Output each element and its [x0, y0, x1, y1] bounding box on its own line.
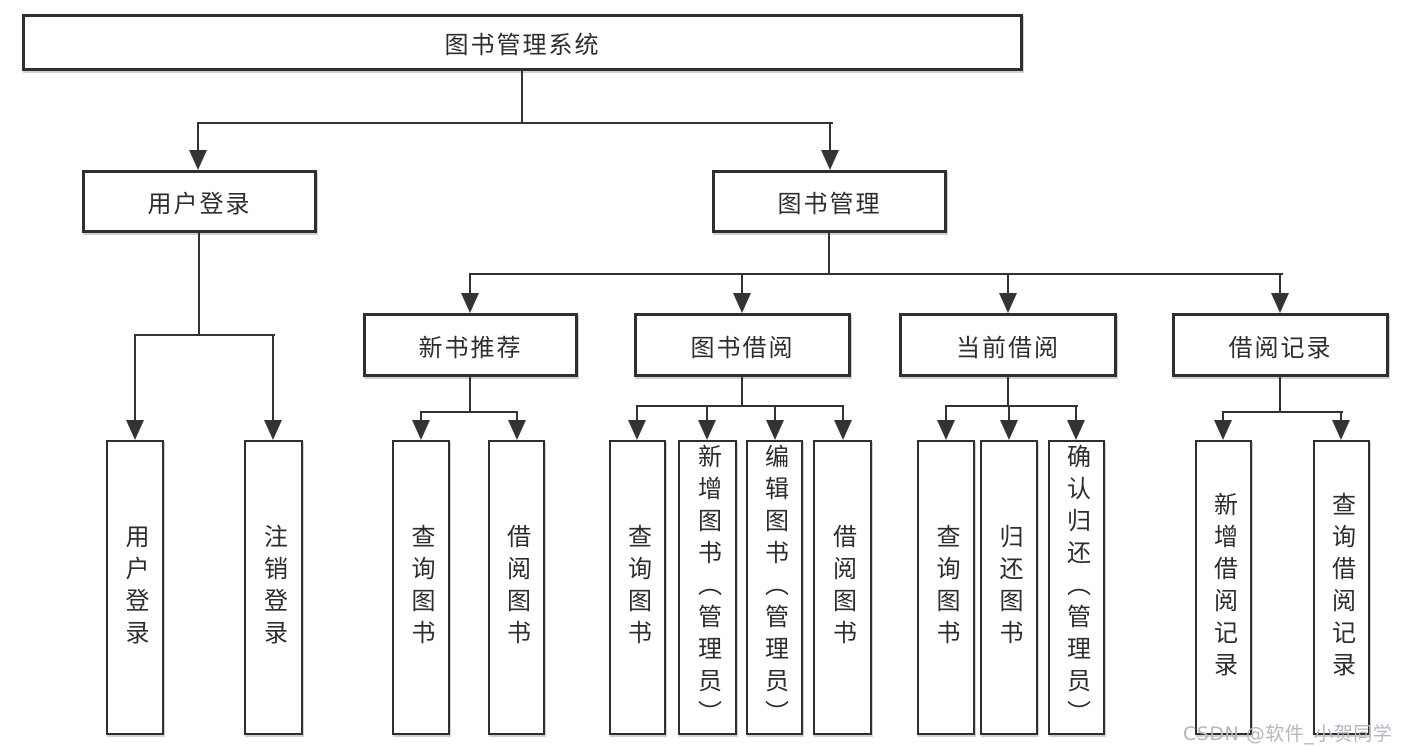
connector-line	[469, 377, 471, 413]
arrowhead-down-icon	[821, 150, 839, 170]
arrowhead-down-icon	[1214, 420, 1232, 440]
leaf-label: 用户登录	[121, 523, 149, 652]
connector-line	[829, 122, 831, 152]
arrowhead-down-icon	[1067, 420, 1085, 440]
connector-line	[134, 334, 136, 422]
leaf-label: 查询图书	[623, 523, 652, 652]
connector-line	[1222, 411, 1224, 422]
leaf-query-books-recommend: 查询图书	[392, 440, 450, 735]
connector-line	[945, 405, 947, 422]
arrowhead-down-icon	[508, 420, 526, 440]
node-label: 当前借阅	[956, 333, 1060, 362]
connector-line	[197, 122, 833, 124]
arrowhead-down-icon	[698, 420, 716, 440]
connector-line	[197, 122, 199, 152]
leaf-query-books-borrowing: 查询图书	[609, 440, 666, 735]
arrowhead-down-icon	[264, 420, 282, 440]
arrowhead-down-icon	[937, 420, 955, 440]
connector-line	[741, 377, 743, 407]
connector-line	[1279, 273, 1281, 295]
connector-line	[636, 405, 844, 407]
leaf-query-borrow-record: 查询借阅记录	[1313, 440, 1370, 735]
connector-line	[945, 405, 1078, 407]
arrowhead-down-icon	[1000, 420, 1018, 440]
node-user-login: 用户登录	[82, 170, 317, 233]
leaf-label: 归还图书	[995, 523, 1023, 652]
leaf-label: 查询图书	[407, 523, 435, 652]
leaf-label: 注销登录	[259, 523, 288, 652]
connector-line	[134, 334, 275, 336]
node-new-book-recommendation: 新书推荐	[363, 313, 578, 377]
node-label: 图书管理系统	[444, 31, 601, 59]
leaf-return-books: 归还图书	[980, 440, 1038, 735]
leaf-label: 确认归还（管理员）	[1062, 443, 1091, 732]
connector-line	[420, 411, 518, 413]
csdn-watermark: CSDN @软件_小贺同学	[1183, 723, 1393, 745]
connector-line	[706, 405, 708, 422]
leaf-confirm-return-admin: 确认归还（管理员）	[1048, 440, 1105, 735]
leaf-add-book-admin: 新增图书（管理员）	[678, 440, 737, 735]
connector-line	[842, 405, 844, 422]
node-book-management: 图书管理	[712, 170, 947, 233]
connector-line	[521, 71, 523, 124]
leaf-label: 新增借阅记录	[1209, 491, 1238, 684]
connector-line	[1075, 405, 1077, 422]
connector-line	[198, 233, 200, 336]
leaf-user-login: 用户登录	[106, 440, 164, 735]
connector-line	[1340, 411, 1342, 422]
connector-line	[469, 273, 471, 295]
leaf-add-borrow-record: 新增借阅记录	[1195, 440, 1252, 735]
node-label: 新书推荐	[418, 333, 523, 362]
node-library-management-system: 图书管理系统	[22, 14, 1023, 71]
arrowhead-down-icon	[412, 420, 430, 440]
arrowhead-down-icon	[1271, 293, 1289, 313]
node-label: 借阅记录	[1228, 333, 1333, 362]
arrowhead-down-icon	[733, 293, 751, 313]
leaf-edit-book-admin: 编辑图书（管理员）	[746, 440, 803, 735]
connector-line	[1222, 411, 1343, 413]
leaf-query-books-current: 查询图书	[917, 440, 975, 735]
arrowhead-down-icon	[126, 420, 144, 440]
node-book-borrowing: 图书借阅	[634, 313, 851, 377]
connector-line	[828, 233, 830, 275]
leaf-borrow-books-recommend: 借阅图书	[488, 440, 545, 735]
connector-line	[1007, 273, 1009, 295]
arrowhead-down-icon	[1332, 420, 1350, 440]
leaf-label: 借阅图书	[828, 523, 857, 652]
arrowhead-down-icon	[834, 420, 852, 440]
connector-line	[1279, 377, 1281, 413]
leaf-label: 查询图书	[932, 523, 960, 652]
node-current-borrowing: 当前借阅	[899, 313, 1117, 377]
connector-line	[420, 411, 422, 422]
connector-line	[636, 405, 638, 422]
connector-line	[741, 273, 743, 295]
node-label: 用户登录	[147, 190, 252, 218]
node-borrowing-records: 借阅记录	[1172, 313, 1389, 377]
connector-line	[469, 273, 1283, 275]
connector-line	[1008, 405, 1010, 422]
leaf-label: 借阅图书	[502, 523, 531, 652]
connector-line	[774, 405, 776, 422]
leaf-logout: 注销登录	[244, 440, 303, 735]
arrowhead-down-icon	[628, 420, 646, 440]
arrowhead-down-icon	[189, 150, 207, 170]
arrowhead-down-icon	[461, 293, 479, 313]
leaf-label: 新增图书（管理员）	[693, 443, 722, 732]
node-label: 图书借阅	[690, 333, 795, 362]
leaf-label: 编辑图书（管理员）	[760, 443, 789, 732]
connector-line	[1007, 377, 1009, 407]
leaf-label: 查询借阅记录	[1327, 491, 1356, 684]
arrowhead-down-icon	[766, 420, 784, 440]
node-label: 图书管理	[777, 190, 882, 218]
arrowhead-down-icon	[999, 293, 1017, 313]
connector-line	[272, 334, 274, 422]
connector-line	[516, 411, 518, 422]
leaf-borrow-books: 借阅图书	[813, 440, 872, 735]
